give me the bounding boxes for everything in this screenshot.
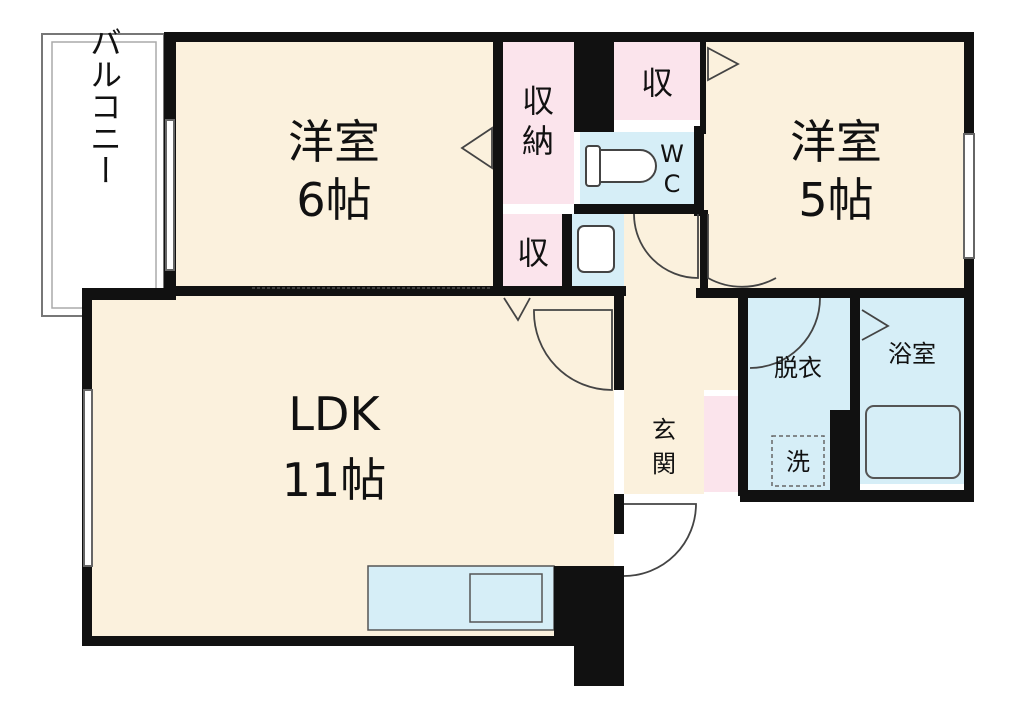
storage-small-a-floor xyxy=(502,214,564,290)
western-room-b-size: 5帖 xyxy=(798,173,873,227)
toilet-label-c: C xyxy=(664,170,681,198)
balcony-area xyxy=(41,33,165,317)
western-room-a-name: 洋室 xyxy=(288,115,380,169)
washer-label: 洗 xyxy=(786,448,810,476)
storage-tall-floor xyxy=(502,40,574,204)
western-room-b-floor xyxy=(704,40,970,290)
toilet-fixture xyxy=(585,145,657,187)
walls xyxy=(82,32,974,686)
balcony-label: バルコニー xyxy=(85,26,123,186)
doors xyxy=(252,46,890,577)
washer-space xyxy=(771,435,825,487)
ldk-name: LDK xyxy=(288,387,381,441)
storage-tall-line2: 納 xyxy=(522,122,554,160)
ldk-size: 11帖 xyxy=(282,453,387,507)
bathtub xyxy=(865,405,961,479)
washbasin-fixture xyxy=(577,225,615,273)
storage-tall-line1: 収 xyxy=(522,82,554,120)
entrance-floor xyxy=(624,390,704,494)
entrance-line2: 関 xyxy=(652,450,676,478)
storage-small-b-label: 収 xyxy=(641,64,673,102)
western-room-b-name: 洋室 xyxy=(790,115,882,169)
western-room-a-floor xyxy=(175,40,493,288)
kitchen-sink xyxy=(469,573,543,623)
dressing-label: 脱衣 xyxy=(774,354,822,382)
bath-label: 浴室 xyxy=(888,340,936,368)
storage-small-b-floor xyxy=(614,40,702,120)
storage-small-a-label: 収 xyxy=(517,234,549,272)
western-room-a-size: 6帖 xyxy=(296,173,371,227)
entrance-shoe-storage xyxy=(704,396,740,492)
toilet-label-w: W xyxy=(660,140,684,168)
entrance-line1: 玄 xyxy=(652,416,676,444)
